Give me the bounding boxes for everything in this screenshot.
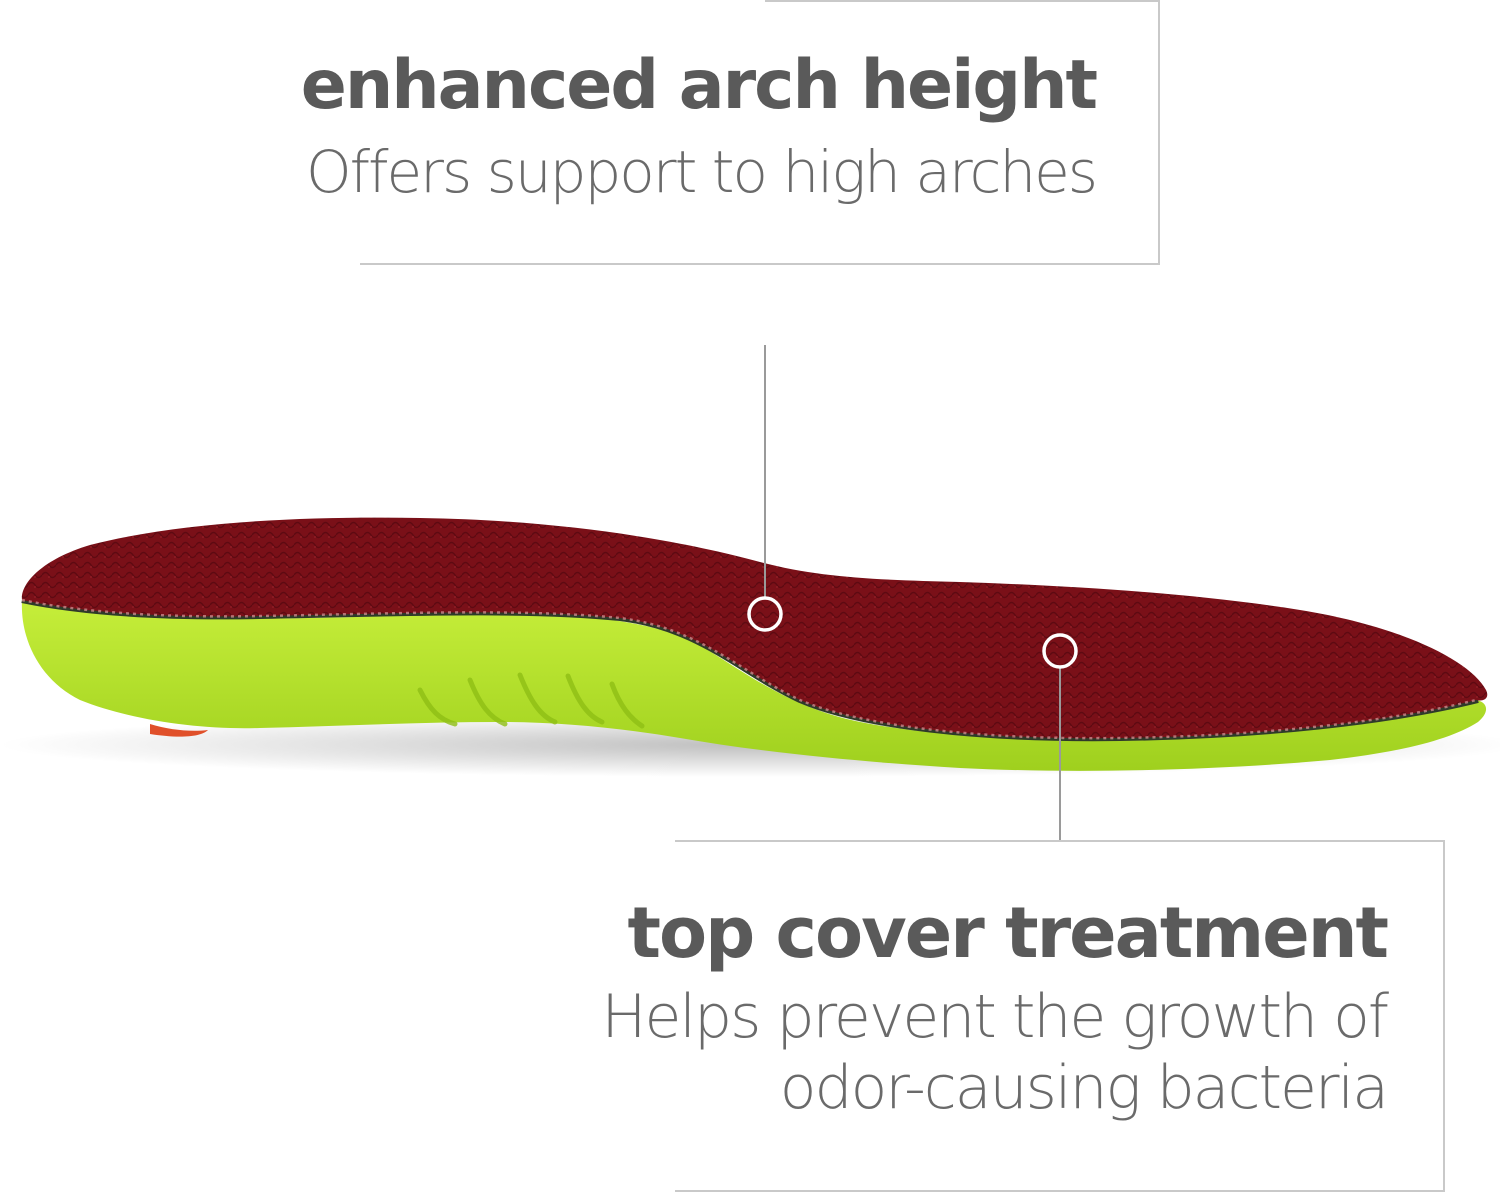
callout-marker-arch bbox=[747, 596, 783, 632]
callout-marker-cover bbox=[1042, 633, 1078, 669]
callout-arch-height-description-line: Offers support to high arches bbox=[306, 138, 1098, 206]
insole-top-cover bbox=[21, 517, 1488, 739]
callout-arch-height-title: enhanced arch height bbox=[300, 46, 1098, 125]
callout-top-cover-description-line-2: odor-causing bacteria bbox=[779, 1052, 1389, 1123]
callout-top-cover-description: Helps prevent the growth of odor-causing… bbox=[601, 982, 1389, 1124]
callout-top-cover-description-line-1: Helps prevent the growth of bbox=[601, 982, 1389, 1052]
insole-shadow bbox=[0, 713, 1500, 777]
insole-rim bbox=[21, 597, 1479, 742]
insole-heel-pad bbox=[150, 724, 208, 737]
insole-top-cover-edge bbox=[21, 598, 1477, 740]
insole-foam-base bbox=[21, 600, 1487, 771]
callout-arch-height: enhanced arch height Offers support to h… bbox=[301, 0, 1160, 265]
callout-arch-height-description: Offers support to high arches bbox=[306, 138, 1098, 206]
callout-top-cover: top cover treatment Helps prevent the gr… bbox=[601, 840, 1445, 1192]
callout-top-cover-title: top cover treatment bbox=[627, 892, 1389, 974]
insole-foam-ribs bbox=[417, 672, 645, 729]
